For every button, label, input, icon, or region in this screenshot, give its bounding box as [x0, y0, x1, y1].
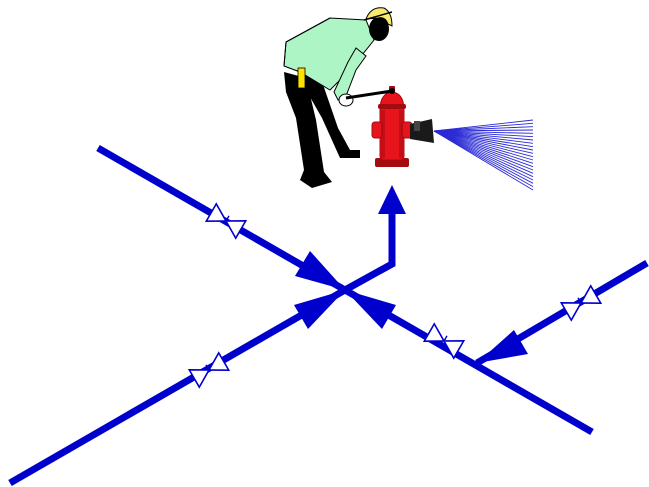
spray-line	[433, 130, 534, 191]
flow-arrow-icon	[345, 290, 396, 329]
spray-line	[433, 119, 534, 132]
flow-arrow-icon	[295, 251, 345, 290]
maintenance-worker-icon	[283, 7, 395, 188]
spray-line	[433, 130, 534, 151]
spray-line	[433, 130, 534, 184]
spray-line	[433, 126, 534, 132]
spray-line	[433, 130, 534, 164]
spray-line	[433, 130, 534, 181]
flow-arrow-icon	[378, 185, 406, 214]
spray-line	[433, 130, 534, 154]
gate-valve-icon[interactable]	[559, 284, 603, 322]
spray-line	[433, 130, 534, 178]
spray-line	[433, 130, 534, 171]
spray-line	[433, 130, 534, 174]
spray-line	[433, 130, 534, 168]
spray-line	[433, 130, 534, 148]
valves	[187, 202, 603, 389]
pipe-lower-left	[8, 286, 347, 487]
gate-valve-icon[interactable]	[204, 202, 248, 240]
spray-line	[433, 130, 534, 188]
pipes	[8, 144, 649, 487]
flow-arrows	[294, 185, 528, 363]
flow-arrow-icon	[477, 330, 528, 363]
gate-valve-icon[interactable]	[422, 322, 466, 360]
gate-valve-icon[interactable]	[187, 351, 231, 389]
flow-arrow-icon	[294, 290, 345, 329]
spray-line	[433, 130, 534, 141]
pipe-to-hydrant	[343, 210, 396, 294]
spray-line	[433, 122, 534, 132]
fire-hydrant-icon	[371, 86, 434, 167]
spray-line	[433, 130, 534, 134]
spray-line	[433, 130, 534, 158]
spray-line	[433, 129, 534, 132]
water-spray-icon	[433, 119, 534, 191]
spray-line	[433, 130, 534, 138]
spray-line	[433, 130, 534, 161]
spray-line	[433, 130, 534, 144]
